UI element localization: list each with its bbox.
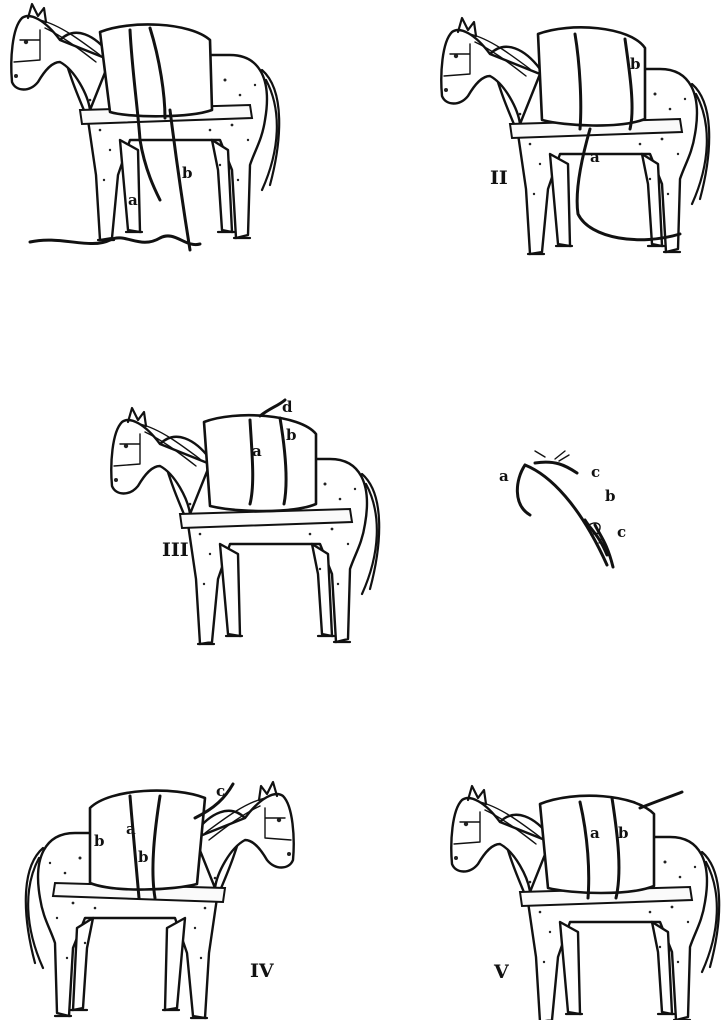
label-b: b	[618, 824, 629, 842]
label-b: b	[630, 55, 641, 73]
label-d: d	[282, 398, 293, 416]
label-b: b	[138, 848, 149, 866]
label-a: a	[590, 148, 600, 166]
label-a: a	[499, 467, 509, 485]
figure-numeral-V: V	[493, 961, 510, 983]
label-b: b	[286, 426, 297, 444]
label-a: a	[128, 191, 138, 209]
label-a: a	[126, 820, 136, 838]
figure-4	[26, 782, 294, 1018]
figure-3: d a b III	[111, 398, 379, 644]
figure-numeral-III: III	[162, 539, 189, 561]
label-c: c	[216, 782, 225, 800]
figure-1: b a	[11, 4, 279, 250]
figure-numeral-II: II	[490, 167, 508, 189]
label-b: b	[605, 487, 616, 505]
label-a: a	[590, 824, 600, 842]
figure-5: a b V	[451, 786, 719, 1020]
figure-2: b a II	[441, 18, 709, 254]
label-b: b	[94, 832, 105, 850]
figure-numeral-IV: IV	[250, 960, 275, 982]
label-a: a	[252, 442, 262, 460]
label-c: c	[591, 463, 600, 481]
label-c: c	[617, 523, 626, 541]
label-b: b	[182, 164, 193, 182]
hitch-knot-detail: a c b c	[499, 451, 626, 567]
